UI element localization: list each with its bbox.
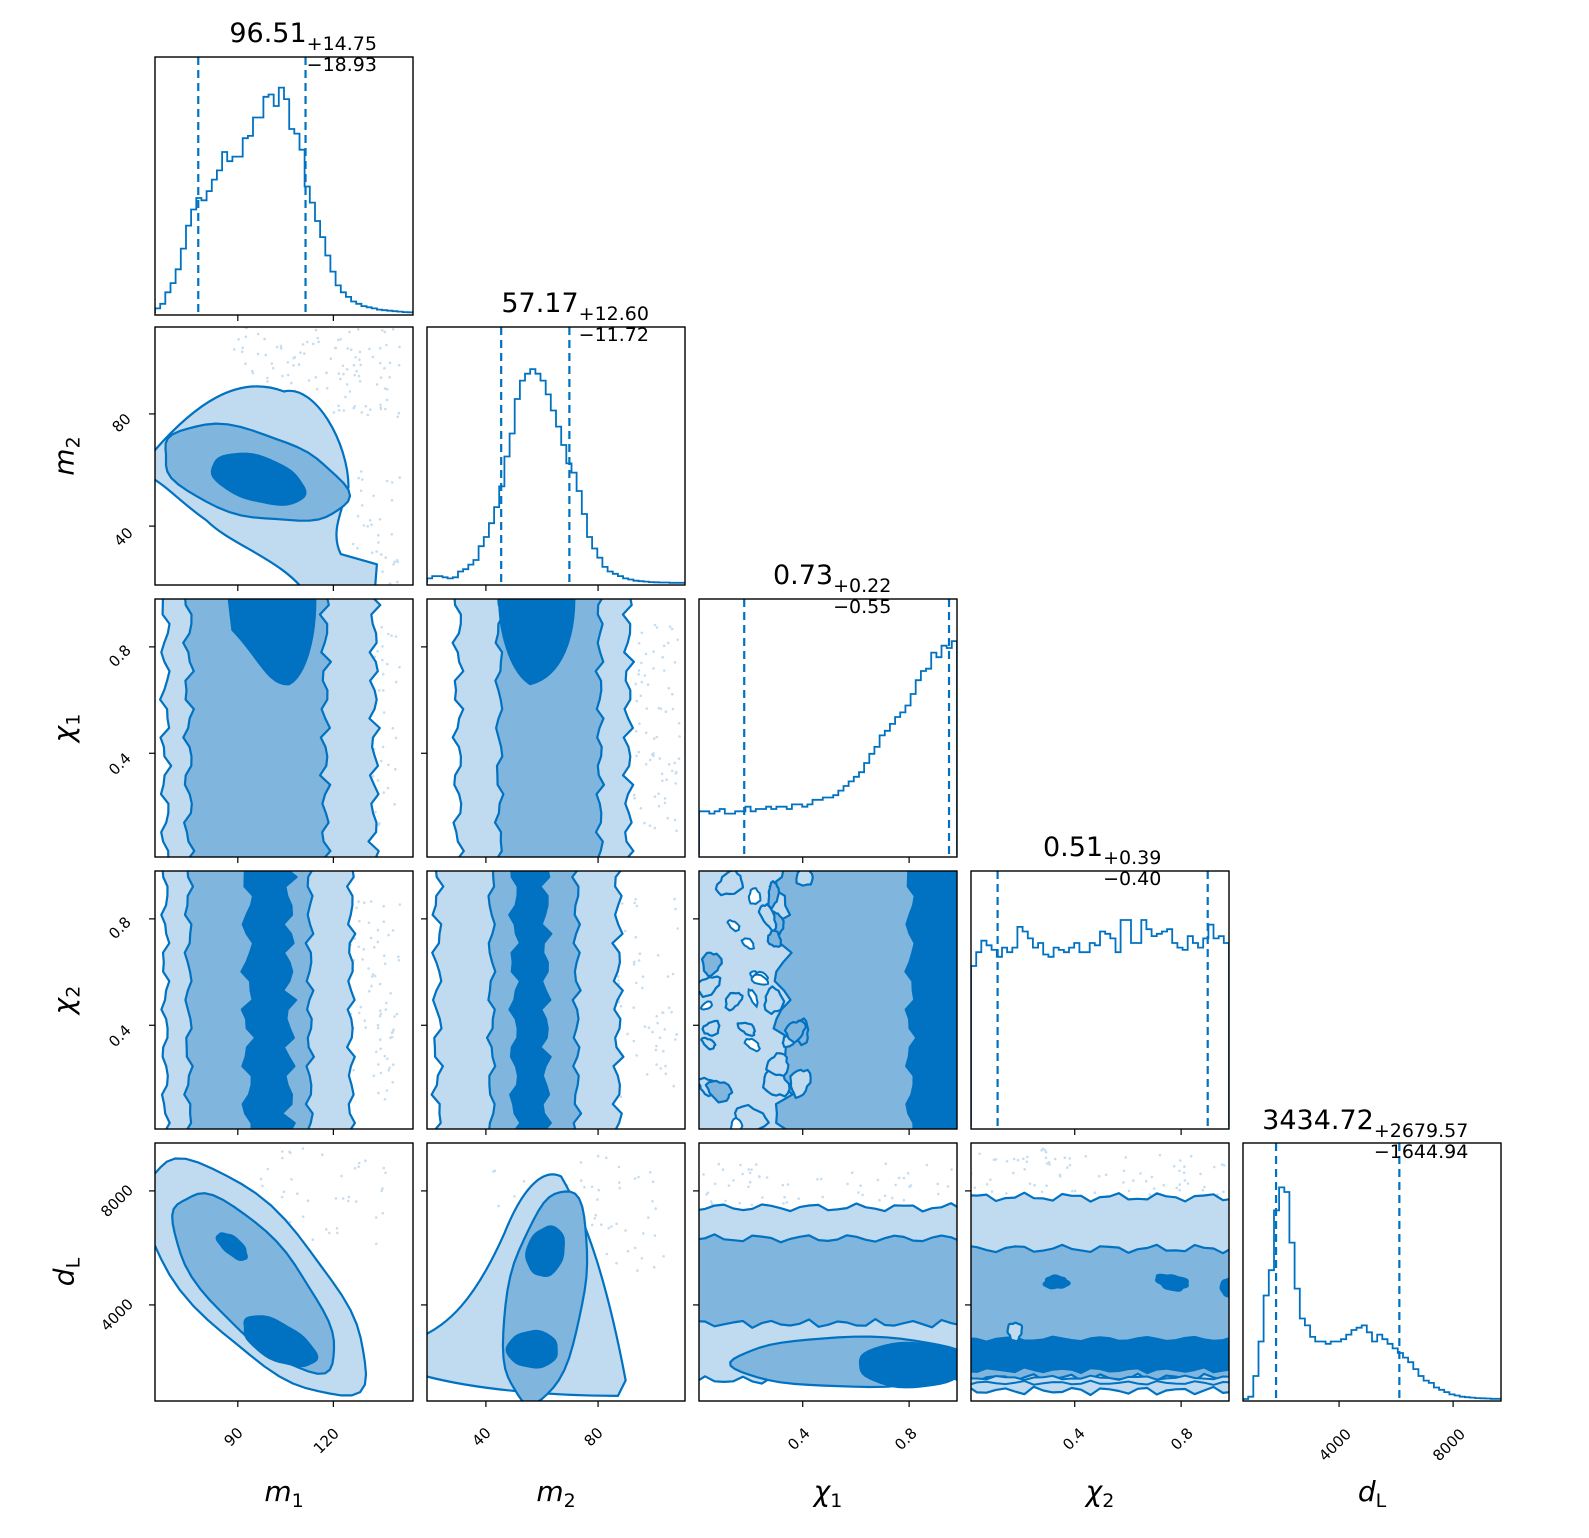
ylabel-m2: m2 [47,436,85,476]
panel-chi1-dL [699,1162,957,1389]
title-chi1: 0.73+0.22−0.55 [772,560,892,618]
ylabel-dL: dL [47,1257,85,1287]
panel-chi2-dL [971,1147,1229,1397]
xlabel-chi1: χ1 [813,1475,843,1512]
panel-m2-chi2 [430,871,679,1129]
panel-m1-m2 [155,327,402,585]
panel-m2-m2 [427,327,685,585]
panel-m1-dL [155,1147,387,1397]
ylabel-chi2: χ2 [47,985,85,1015]
title-chi2: 0.51+0.39−0.40 [1042,832,1162,890]
panel-m1-chi1 [159,599,401,857]
panel-chi1-chi2 [699,871,957,1129]
panel-m2-chi1 [451,599,681,857]
panel-chi1-chi1 [699,599,957,857]
title-m2: 57.17+12.60−11.72 [501,288,649,346]
panel-m1-chi2 [160,871,402,1129]
ylabel-chi1: χ1 [47,713,85,743]
panel-chi2-chi2 [971,871,1229,1129]
xlabel-dL: dL [1357,1475,1387,1512]
xlabel-chi2: χ2 [1085,1475,1115,1512]
title-m1: 96.51+14.75−18.93 [229,18,377,76]
panel-m2-dL [427,1154,665,1401]
panel-m1-m1 [155,57,413,315]
xlabel-m1: m1 [264,1475,304,1512]
title-dL: 3434.72+2679.57−1644.94 [1262,1105,1469,1163]
panel-dL-dL [1243,1143,1501,1401]
xlabel-m2: m2 [536,1475,576,1512]
